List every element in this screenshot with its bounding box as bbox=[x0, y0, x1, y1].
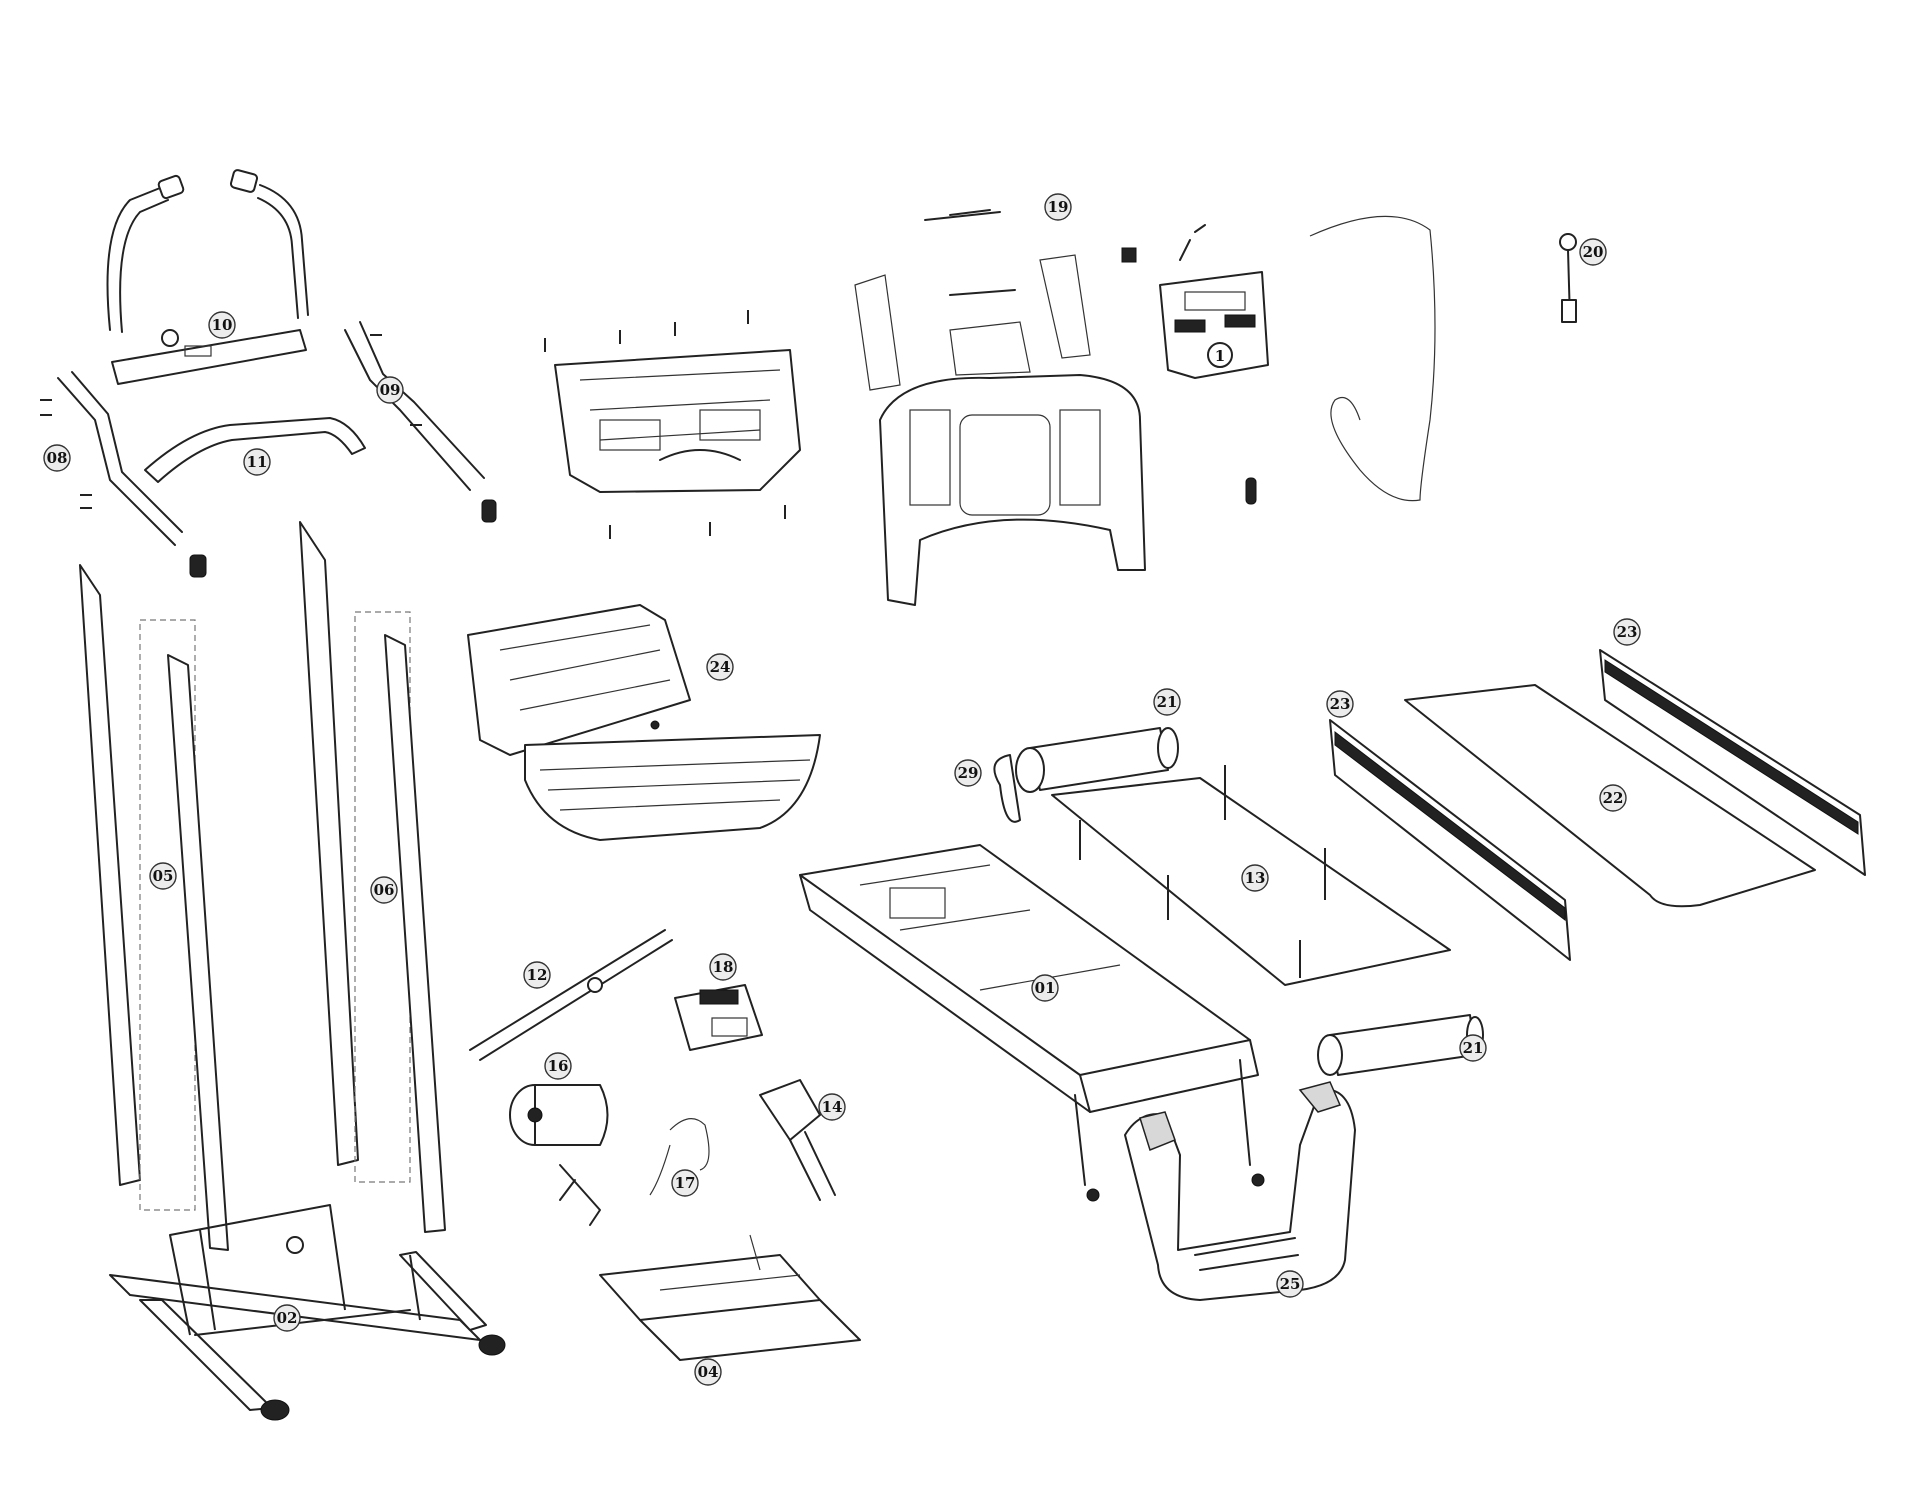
callout-25: 25 bbox=[1276, 1270, 1304, 1298]
console-housing bbox=[854, 209, 1146, 606]
callout-06: 06 bbox=[370, 876, 398, 904]
upright-bracket-right bbox=[344, 321, 497, 523]
upright-tube-05 bbox=[139, 619, 229, 1251]
svg-text:24: 24 bbox=[710, 658, 731, 676]
svg-text:11: 11 bbox=[247, 453, 268, 471]
svg-text:29: 29 bbox=[958, 764, 979, 782]
callout-22: 22 bbox=[1599, 784, 1627, 812]
base-frame bbox=[109, 1204, 506, 1421]
svg-text:17: 17 bbox=[675, 1174, 696, 1192]
callout-08: 08 bbox=[43, 444, 71, 472]
callout-11: 11 bbox=[243, 448, 271, 476]
callout-02: 02 bbox=[273, 1304, 301, 1332]
svg-text:13: 13 bbox=[1245, 869, 1266, 887]
upright-cover-right bbox=[299, 521, 359, 1166]
svg-text:14: 14 bbox=[822, 1098, 843, 1116]
callouts: 10 09 08 11 05 06 02 24 bbox=[43, 193, 1641, 1386]
console-key-label: 1 bbox=[1215, 347, 1225, 365]
motor-hood bbox=[467, 604, 821, 841]
svg-text:22: 22 bbox=[1603, 789, 1624, 807]
callout-14: 14 bbox=[818, 1093, 846, 1121]
svg-text:18: 18 bbox=[713, 958, 734, 976]
incline-gas-spring bbox=[469, 929, 673, 1061]
svg-text:21: 21 bbox=[1157, 693, 1178, 711]
svg-text:08: 08 bbox=[47, 449, 68, 467]
controller-board bbox=[674, 984, 763, 1051]
handlebar-left bbox=[106, 174, 185, 333]
svg-text:20: 20 bbox=[1583, 243, 1604, 261]
drive-belt bbox=[993, 754, 1021, 823]
svg-text:16: 16 bbox=[548, 1057, 569, 1075]
incline-motor bbox=[759, 1079, 836, 1201]
crossbar-upper bbox=[111, 329, 307, 385]
safety-key-wire bbox=[1245, 215, 1436, 505]
svg-text:19: 19 bbox=[1048, 198, 1069, 216]
console-screws bbox=[544, 310, 786, 539]
callout-21-front: 21 bbox=[1153, 688, 1181, 716]
callout-16: 16 bbox=[544, 1052, 572, 1080]
callout-17: 17 bbox=[671, 1169, 699, 1197]
console-frame bbox=[554, 349, 801, 493]
rear-roller bbox=[1317, 1014, 1484, 1076]
motor-bracket bbox=[599, 1234, 861, 1361]
svg-text:04: 04 bbox=[698, 1363, 719, 1381]
side-rail-right bbox=[1599, 649, 1866, 876]
svg-text:21: 21 bbox=[1463, 1039, 1484, 1057]
handle-bolts bbox=[40, 334, 422, 509]
upright-tube-06 bbox=[354, 611, 446, 1233]
callout-10: 10 bbox=[208, 311, 236, 339]
callout-20: 20 bbox=[1579, 238, 1607, 266]
svg-text:12: 12 bbox=[527, 966, 548, 984]
svg-text:02: 02 bbox=[277, 1309, 298, 1327]
callout-23-right: 23 bbox=[1613, 618, 1641, 646]
svg-text:23: 23 bbox=[1617, 623, 1638, 641]
callout-21-rear: 21 bbox=[1459, 1034, 1487, 1062]
svg-text:25: 25 bbox=[1280, 1275, 1301, 1293]
callout-12: 12 bbox=[523, 961, 551, 989]
callout-19: 19 bbox=[1044, 193, 1072, 221]
callout-18: 18 bbox=[709, 953, 737, 981]
callout-29: 29 bbox=[954, 759, 982, 787]
callout-09: 09 bbox=[376, 376, 404, 404]
svg-text:10: 10 bbox=[212, 316, 233, 334]
svg-text:06: 06 bbox=[374, 881, 395, 899]
drive-motor bbox=[509, 1084, 609, 1226]
callout-24: 24 bbox=[706, 653, 734, 681]
upright-bracket-left bbox=[57, 371, 207, 578]
callout-01: 01 bbox=[1031, 974, 1059, 1002]
safety-key bbox=[1559, 233, 1577, 323]
svg-text:09: 09 bbox=[380, 381, 401, 399]
motor-wire bbox=[649, 1118, 710, 1196]
rear-end-cap bbox=[1124, 1081, 1356, 1301]
display-panel: 1 bbox=[1121, 224, 1269, 379]
svg-text:23: 23 bbox=[1330, 695, 1351, 713]
crossbar-lower bbox=[144, 417, 366, 483]
side-rail-left bbox=[1329, 719, 1571, 961]
callout-13: 13 bbox=[1241, 864, 1269, 892]
callout-04: 04 bbox=[694, 1358, 722, 1386]
upright-cover-left bbox=[79, 564, 141, 1186]
main-frame bbox=[799, 844, 1265, 1202]
callout-23-left: 23 bbox=[1326, 690, 1354, 718]
svg-text:01: 01 bbox=[1035, 979, 1056, 997]
svg-text:05: 05 bbox=[153, 867, 174, 885]
handlebar-right bbox=[229, 169, 309, 319]
callout-05: 05 bbox=[149, 862, 177, 890]
front-roller bbox=[1015, 727, 1179, 793]
